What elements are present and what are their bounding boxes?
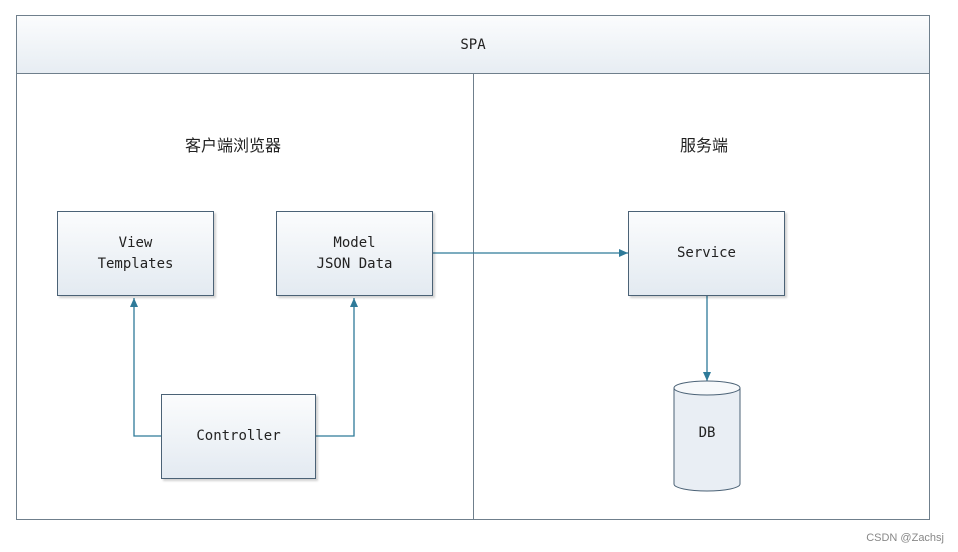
db-node-label: DB xyxy=(698,425,716,441)
view-node-line2: Templates xyxy=(97,255,174,272)
db-cylinder xyxy=(673,380,741,492)
region-divider xyxy=(473,74,474,520)
service-node-label: Service xyxy=(676,245,736,261)
view-node-line1: View xyxy=(118,234,153,251)
client-region-label: 客户端浏览器 xyxy=(185,136,282,155)
service-node: Service xyxy=(628,211,785,296)
model-node-line1: Model xyxy=(333,234,376,251)
controller-node-label: Controller xyxy=(196,428,281,444)
watermark: CSDN @Zachsj xyxy=(866,532,944,544)
edge-controller-to-model xyxy=(316,298,358,437)
edge-controller-to-view xyxy=(130,298,161,437)
server-region-label: 服务端 xyxy=(680,136,729,155)
diagram-title-bar: SPA xyxy=(16,15,930,74)
diagram-title: SPA xyxy=(460,36,486,53)
view-templates-node: View Templates xyxy=(57,211,214,296)
controller-node: Controller xyxy=(161,394,316,479)
model-json-node: Model JSON Data xyxy=(276,211,433,296)
model-node-line2: JSON Data xyxy=(316,255,393,272)
